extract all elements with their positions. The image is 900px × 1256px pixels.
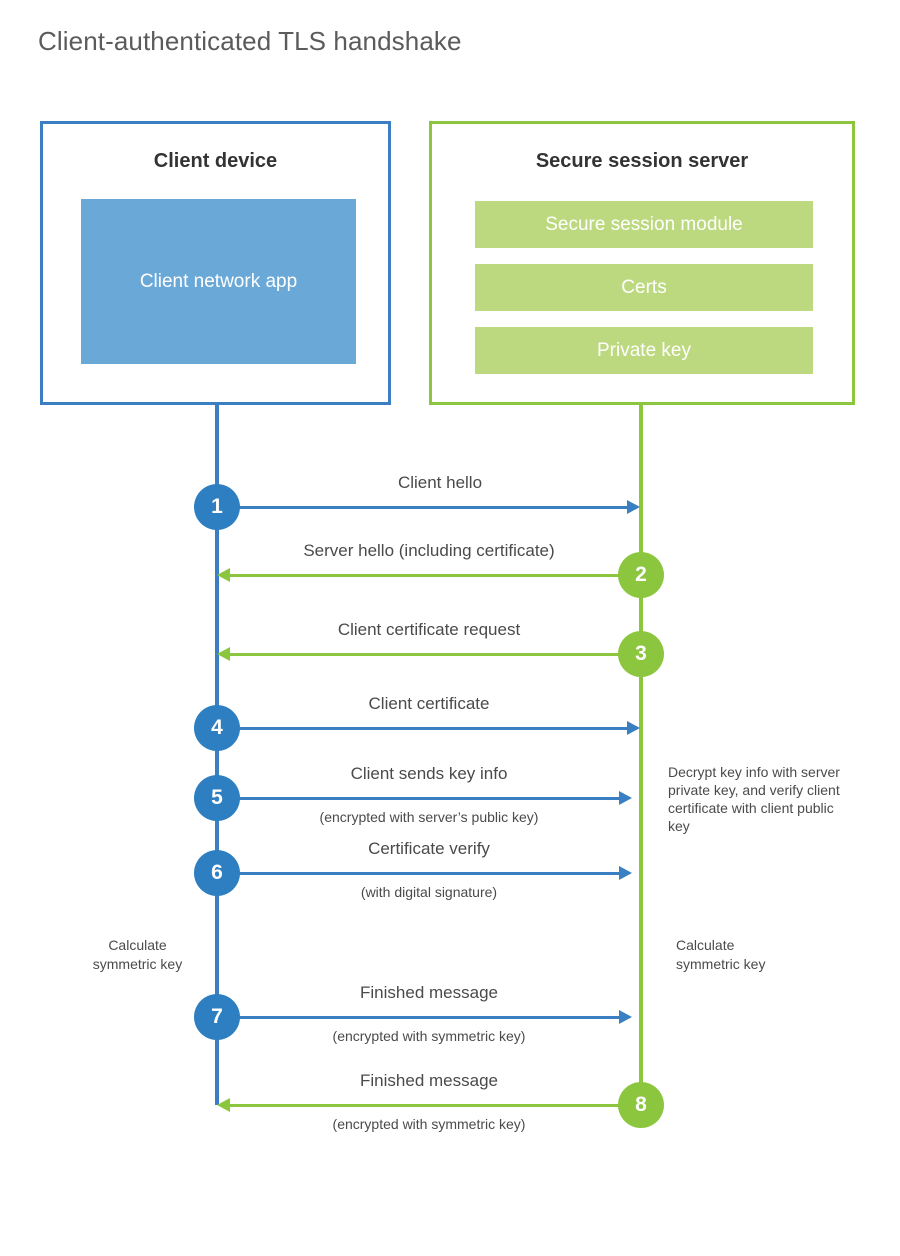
server-component-certs: Certs <box>475 264 813 311</box>
step-8-label: Finished message <box>360 1071 498 1090</box>
step-7-arrow-head <box>619 1010 632 1024</box>
server-calc-line-2: symmetric key <box>676 956 766 972</box>
server-lifeline <box>639 405 643 1105</box>
step-3-badge: 3 <box>618 631 664 677</box>
client-device-title: Client device <box>153 150 278 172</box>
step-8-sublabel: (encrypted with symmetric key) <box>332 1116 526 1132</box>
step-1-label: Client hello <box>397 473 483 492</box>
step-4-badge: 4 <box>194 705 240 751</box>
step-3-arrow-line <box>230 653 620 656</box>
server-decrypt-note: Decrypt key info with server private key… <box>668 764 840 834</box>
step-5-badge: 5 <box>194 775 240 821</box>
step-6-label: Certificate verify <box>368 839 490 858</box>
client-calc-line-2: symmetric key <box>92 956 183 972</box>
step-6-arrow-line <box>217 872 619 875</box>
client-network-app-block: Client network app <box>81 199 356 364</box>
step-8-arrow-line <box>230 1104 620 1107</box>
step-7-arrow-line <box>217 1016 619 1019</box>
step-7-sublabel: (encrypted with symmetric key) <box>332 1028 526 1044</box>
step-6-arrow-head <box>619 866 632 880</box>
client-device-box: Client device Client network app <box>40 121 391 405</box>
step-4-arrow-line <box>217 727 627 730</box>
step-5-label: Client sends key info <box>350 764 508 783</box>
step-5-sublabel: (encrypted with server’s public key) <box>319 809 539 825</box>
step-2-label: Server hello (including certificate) <box>303 541 555 560</box>
server-calc-line-1: Calculate <box>676 937 735 953</box>
step-4-arrow-head <box>627 721 640 735</box>
step-7-label: Finished message <box>360 983 498 1002</box>
step-3-arrow-head <box>217 647 230 661</box>
server-component-private-key: Private key <box>475 327 813 374</box>
server-component-secure-session-module: Secure session module <box>475 201 813 248</box>
step-1-badge: 1 <box>194 484 240 530</box>
step-4-label: Client certificate <box>368 694 490 713</box>
secure-session-server-box: Secure session server Secure session mod… <box>429 121 855 405</box>
step-6-badge: 6 <box>194 850 240 896</box>
step-7-badge: 7 <box>194 994 240 1040</box>
step-3-label: Client certificate request <box>337 620 521 639</box>
step-5-arrow-head <box>619 791 632 805</box>
step-1-arrow-head <box>627 500 640 514</box>
client-lifeline <box>215 405 219 1105</box>
server-calculate-symmetric-key-note: Calculate symmetric key <box>676 936 836 974</box>
step-8-badge: 8 <box>618 1082 664 1128</box>
secure-session-server-title: Secure session server <box>535 150 749 172</box>
step-6-sublabel: (with digital signature) <box>360 884 498 900</box>
step-2-badge: 2 <box>618 552 664 598</box>
step-1-arrow-line <box>217 506 627 509</box>
page-title: Client-authenticated TLS handshake <box>38 26 462 56</box>
step-2-arrow-head <box>217 568 230 582</box>
step-8-arrow-head <box>217 1098 230 1112</box>
step-5-arrow-line <box>217 797 619 800</box>
client-calculate-symmetric-key-note: Calculate symmetric key <box>60 936 215 974</box>
step-2-arrow-line <box>230 574 620 577</box>
client-calc-line-1: Calculate <box>108 937 167 953</box>
